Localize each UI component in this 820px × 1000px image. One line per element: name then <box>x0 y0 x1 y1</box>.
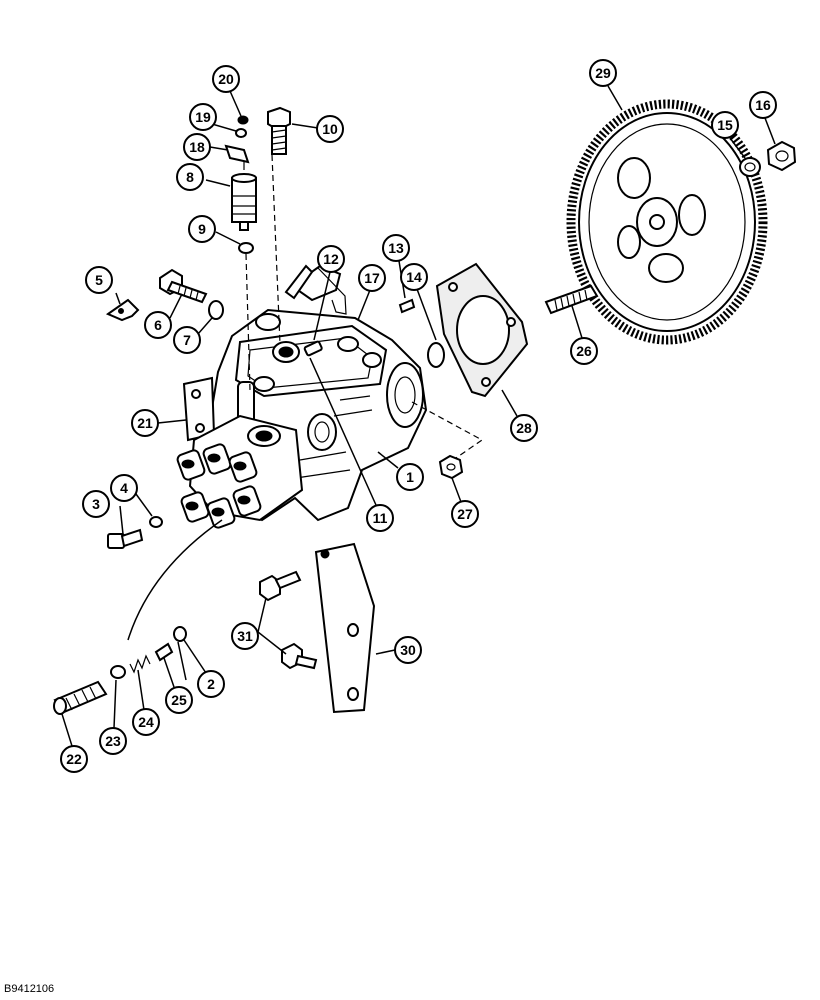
callout-26: 26 <box>570 337 598 365</box>
terminal-washer-part <box>235 128 247 138</box>
callout-17: 17 <box>358 264 386 292</box>
svg-text:31: 31 <box>237 628 253 644</box>
svg-text:22: 22 <box>66 751 82 767</box>
lock-washer-part <box>739 157 761 177</box>
callout-22: 22 <box>60 745 88 773</box>
callout-4: 4 <box>110 474 138 502</box>
svg-text:2: 2 <box>207 676 215 692</box>
washer-part <box>149 516 163 528</box>
callout-8: 8 <box>176 163 204 191</box>
valve-gasket-part <box>110 665 126 679</box>
valve-part <box>154 642 174 662</box>
callout-25: 25 <box>165 686 193 714</box>
svg-text:12: 12 <box>323 251 339 267</box>
callout-10: 10 <box>316 115 344 143</box>
callout-6: 6 <box>144 311 172 339</box>
delivery-valve-holder-part <box>53 680 108 715</box>
svg-text:5: 5 <box>95 272 103 288</box>
lever-part <box>314 542 376 714</box>
valve-spring-part <box>129 654 151 674</box>
svg-text:24: 24 <box>138 714 154 730</box>
callout-1: 1 <box>396 463 424 491</box>
o-ring-part <box>427 342 445 368</box>
adjust-bolt-part <box>159 268 208 304</box>
gear-part <box>566 99 768 345</box>
callout-21: 21 <box>131 409 159 437</box>
svg-text:8: 8 <box>186 169 194 185</box>
svg-text:4: 4 <box>120 480 128 496</box>
lever-bolt-part <box>259 570 302 602</box>
callout-19: 19 <box>189 103 217 131</box>
svg-text:15: 15 <box>717 117 733 133</box>
lever-bolt-part <box>281 642 318 670</box>
callout-29: 29 <box>589 59 617 87</box>
stud-part <box>544 284 599 315</box>
svg-text:17: 17 <box>364 270 380 286</box>
adjust-screw-part <box>303 340 323 357</box>
callout-11: 11 <box>366 504 394 532</box>
svg-text:9: 9 <box>198 221 206 237</box>
svg-text:10: 10 <box>322 121 338 137</box>
svg-text:11: 11 <box>373 510 388 526</box>
svg-text:1: 1 <box>406 469 414 485</box>
callout-18: 18 <box>183 133 211 161</box>
svg-text:20: 20 <box>218 71 234 87</box>
callout-15: 15 <box>711 111 739 139</box>
solenoid-part <box>231 162 257 231</box>
seal-ring-part <box>208 300 224 320</box>
callout-5: 5 <box>85 266 113 294</box>
svg-text:23: 23 <box>105 733 121 749</box>
svg-text:3: 3 <box>92 496 100 512</box>
callout-13: 13 <box>382 234 410 262</box>
svg-text:18: 18 <box>189 139 205 155</box>
callout-27: 27 <box>451 500 479 528</box>
washer-part <box>238 242 254 254</box>
svg-text:27: 27 <box>457 506 473 522</box>
callout-30: 30 <box>394 636 422 664</box>
callout-24: 24 <box>132 708 160 736</box>
callout-14: 14 <box>400 263 428 291</box>
callout-9: 9 <box>188 215 216 243</box>
svg-text:7: 7 <box>183 332 191 348</box>
svg-text:13: 13 <box>388 240 404 256</box>
woodruff-key-part <box>398 298 416 314</box>
callout-20: 20 <box>212 65 240 93</box>
svg-text:29: 29 <box>595 65 611 81</box>
valve-seal-part <box>173 626 187 642</box>
gear-nut-part <box>438 454 464 480</box>
callout-3: 3 <box>82 490 110 518</box>
callout-7: 7 <box>173 326 201 354</box>
callout-12: 12 <box>317 245 345 273</box>
callout-23: 23 <box>99 727 127 755</box>
bolt-part <box>107 528 144 549</box>
document-id: B9412106 <box>4 983 55 995</box>
callout-16: 16 <box>749 91 777 119</box>
callout-31: 31 <box>231 622 259 650</box>
svg-text:21: 21 <box>137 415 153 431</box>
nut-part <box>766 140 797 172</box>
terminal-nut-part <box>237 115 249 125</box>
svg-text:26: 26 <box>576 343 592 359</box>
hydraulic-head-part <box>176 414 304 529</box>
svg-text:25: 25 <box>171 692 187 708</box>
leader-lines <box>61 85 776 747</box>
svg-text:6: 6 <box>154 317 162 333</box>
mounting-bracket-part <box>182 376 216 442</box>
gasket-part <box>435 262 529 398</box>
callout-28: 28 <box>510 414 538 442</box>
svg-text:14: 14 <box>406 269 422 285</box>
terminal-clip-part <box>224 144 250 164</box>
svg-text:19: 19 <box>195 109 211 125</box>
bolt-part <box>267 106 291 155</box>
svg-text:30: 30 <box>400 642 416 658</box>
callout-2: 2 <box>197 670 225 698</box>
svg-text:16: 16 <box>755 97 771 113</box>
svg-text:28: 28 <box>516 420 532 436</box>
